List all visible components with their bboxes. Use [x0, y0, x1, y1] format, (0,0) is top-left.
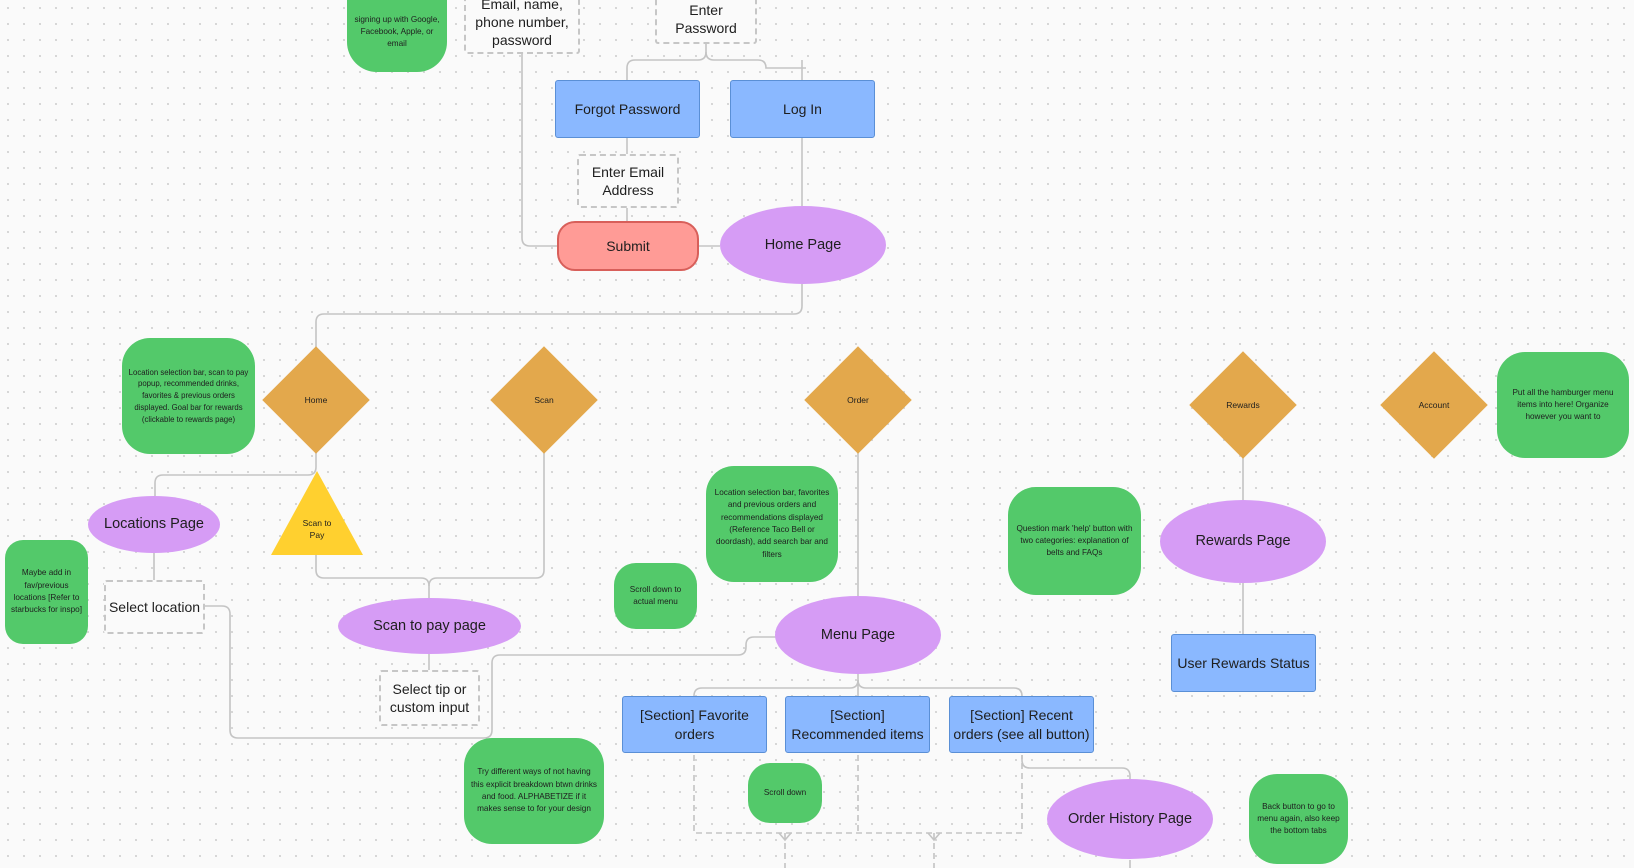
signup-fields-text: Email, name, phone number, password [475, 0, 569, 49]
locations-sticky-note: Maybe add in fav/previous locations [Ref… [5, 540, 88, 644]
enter-password-text: Enter Password [675, 1, 737, 36]
recommended-items-box: [Section] Recommended items [785, 696, 930, 753]
locations-page-text: Locations Page [104, 516, 204, 533]
locations-page-ellipse: Locations Page [88, 496, 220, 553]
forgot-password-box: Forgot Password [555, 80, 700, 138]
food-note-text: Try different ways of not having this ex… [470, 767, 598, 814]
back-sticky-note: Back button to go to menu again, also ke… [1249, 774, 1348, 864]
scroll-sticky-note: Scroll down to actual menu [614, 563, 697, 629]
food-sticky-note: Try different ways of not having this ex… [464, 738, 604, 844]
rewards-diamond-label: Rewards [1226, 400, 1260, 410]
order-sticky-note: Location selection bar, favorites and pr… [706, 466, 838, 582]
log-in-text: Log In [783, 100, 822, 117]
order-history-page-text: Order History Page [1067, 810, 1193, 827]
scan-diamond-label: Scan [534, 395, 554, 405]
recommended-items-text: [Section] Recommended items [791, 707, 924, 742]
home-diamond-label: Home [304, 395, 328, 405]
select-tip-text: Select tip or custom input [389, 680, 470, 715]
enter-email-box: Enter Email Address [577, 154, 679, 208]
order-note-text: Location selection bar, favorites and pr… [714, 488, 830, 559]
scan-to-pay-triangle [271, 471, 363, 555]
submit-node: Submit [557, 221, 699, 271]
back-note-text: Back button to go to menu again, also ke… [1257, 801, 1340, 836]
enter-password-box: Enter Password [655, 0, 757, 44]
user-rewards-status-box: User Rewards Status [1171, 634, 1316, 692]
order-history-page-ellipse: Order History Page [1047, 779, 1213, 859]
select-location-text: Select location [108, 598, 201, 615]
recent-orders-text: [Section] Recent orders (see all button) [953, 707, 1090, 742]
home-page-text: Home Page [764, 236, 842, 253]
signup-fields-box: Email, name, phone number, password [464, 0, 580, 54]
scroll-down-text: Scroll down [763, 787, 807, 797]
locations-note-text: Maybe add in fav/previous locations [Ref… [11, 568, 82, 615]
order-diamond-label: Order [847, 395, 869, 405]
rewards-page-ellipse: Rewards Page [1160, 500, 1326, 583]
enter-email-text: Enter Email Address [591, 163, 665, 198]
forgot-password-text: Forgot Password [574, 100, 681, 117]
signup-sticky-note: signing up with Google, Facebook, Apple,… [347, 0, 447, 72]
favorite-orders-box: [Section] Favorite orders [622, 696, 767, 753]
scan-to-pay-page-text: Scan to pay page [373, 617, 486, 634]
scan-to-pay-page-ellipse: Scan to pay page [338, 598, 521, 654]
scan-to-pay-label: Scan to Pay [302, 518, 332, 540]
submit-text: Submit [606, 237, 650, 254]
select-tip-box: Select tip or custom input [379, 670, 480, 726]
account-note-text: Put all the hamburger menu items into he… [1512, 387, 1614, 422]
scroll-down-sticky-note: Scroll down [748, 763, 822, 823]
favorite-orders-text: [Section] Favorite orders [640, 707, 749, 742]
signup-note-text: signing up with Google, Facebook, Apple,… [354, 14, 440, 49]
help-sticky-note: Question mark 'help' button with two cat… [1008, 487, 1141, 595]
menu-page-text: Menu Page [820, 626, 896, 643]
menu-page-ellipse: Menu Page [775, 596, 941, 674]
scroll-note-text: Scroll down to actual menu [629, 584, 682, 606]
log-in-box: Log In [730, 80, 875, 138]
select-location-box: Select location [104, 580, 205, 634]
account-sticky-note: Put all the hamburger menu items into he… [1497, 352, 1629, 458]
account-diamond-label: Account [1418, 400, 1450, 410]
rewards-page-text: Rewards Page [1195, 533, 1291, 550]
home-note-text: Location selection bar, scan to pay popu… [128, 367, 249, 424]
recent-orders-box: [Section] Recent orders (see all button) [949, 696, 1094, 753]
help-note-text: Question mark 'help' button with two cat… [1016, 523, 1133, 558]
home-page-ellipse: Home Page [720, 206, 886, 284]
user-rewards-status-text: User Rewards Status [1177, 654, 1310, 671]
home-sticky-note: Location selection bar, scan to pay popu… [122, 338, 255, 454]
